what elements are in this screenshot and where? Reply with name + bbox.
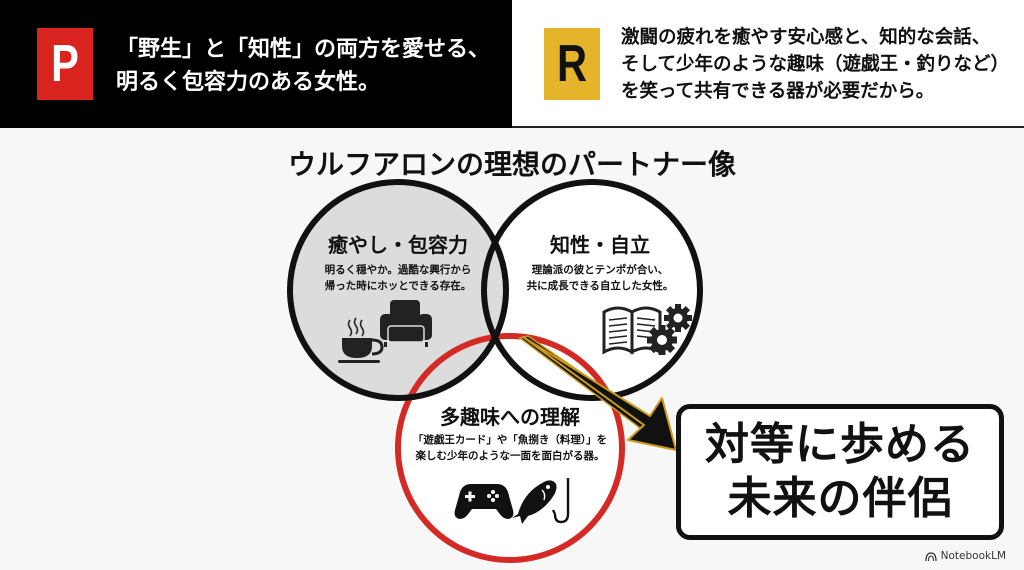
healing-heading: 癒やし・包容力 <box>328 233 468 257</box>
result-box: 対等に歩める 未来の伴侶 <box>676 404 1004 540</box>
armchair-icon <box>380 300 432 347</box>
healing-circle-outline <box>287 179 509 401</box>
healing-body: 明るく穏やか。過酷な興行から 帰った時にホッとできる存在。 <box>298 262 498 294</box>
reason-badge: R <box>544 28 600 100</box>
game-controller-icon <box>454 484 514 519</box>
problem-line: 明るく包容力のある女性。 <box>116 70 381 95</box>
hobby-body-line: 「遊戯王カード」や「魚捌き（料理）」を <box>412 434 608 446</box>
intellect-body: 理論派の彼とテンポが合い、 共に成長できる自立した女性。 <box>525 262 675 294</box>
problem-line: 「野生」と「知性」の両方を愛せる、 <box>116 37 491 62</box>
coffee-cup-icon <box>338 317 384 363</box>
hobby-circle-label: 多趣味への理解 「遊戯王カード」や「魚捌き（料理）」を 楽しむ少年のような一面を… <box>400 404 620 464</box>
healing-body-line: 明るく穏やか。過酷な興行から <box>324 264 472 276</box>
healing-circle-label: 癒やし・包容力 明るく穏やか。過酷な興行から 帰った時にホッとできる存在。 <box>298 232 498 294</box>
intellect-circle-label: 知性・自立 理論派の彼とテンポが合い、 共に成長できる自立した女性。 <box>525 232 675 294</box>
reason-line: を笑って共有できる器が必要だから。 <box>621 81 935 102</box>
gears-icon <box>647 304 692 355</box>
brand-watermark: NotebookLM <box>924 550 1006 562</box>
fish-hook-icon <box>512 478 570 524</box>
header: P 「野生」と「知性」の両方を愛せる、 明るく包容力のある女性。 R 激闘の疲れ… <box>0 0 1024 128</box>
notebooklm-logo-icon <box>924 551 937 561</box>
hobby-heading: 多趣味への理解 <box>440 405 580 429</box>
brand-label: NotebookLM <box>940 550 1006 562</box>
problem-text: 「野生」と「知性」の両方を愛せる、 明るく包容力のある女性。 <box>116 33 490 99</box>
result-line: 未来の伴侶 <box>727 473 953 524</box>
reason-line: 激闘の疲れを癒やす安心感と、知的な会話、 <box>621 27 991 48</box>
hobby-body-line: 楽しむ少年のような一面を面白がる器。 <box>415 450 605 462</box>
intellect-body-line: 共に成長できる自立した女性。 <box>526 280 674 292</box>
reason-panel: R 激闘の疲れを癒やす安心感と、知的な会話、 そして少年のような趣味（遊戯王・釣… <box>512 0 1024 128</box>
problem-panel: P 「野生」と「知性」の両方を愛せる、 明るく包容力のある女性。 <box>0 0 512 128</box>
hobby-circle-outline <box>395 333 625 563</box>
healing-body-line: 帰った時にホッとできる存在。 <box>324 280 472 292</box>
intellect-body-line: 理論派の彼とテンポが合い、 <box>531 264 669 276</box>
diagram-title: ウルフアロンの理想のパートナー像 <box>287 148 736 181</box>
reason-line: そして少年のような趣味（遊戯王・釣りなど） <box>621 54 1009 75</box>
intellect-circle-outline <box>481 179 703 401</box>
hobby-body: 「遊戯王カード」や「魚捌き（料理）」を 楽しむ少年のような一面を面白がる器。 <box>400 432 620 464</box>
intellect-heading: 知性・自立 <box>550 233 650 257</box>
reason-text: 激闘の疲れを癒やす安心感と、知的な会話、 そして少年のような趣味（遊戯王・釣りな… <box>621 24 1009 105</box>
result-line: 対等に歩める <box>705 419 975 470</box>
problem-badge: P <box>37 28 93 100</box>
